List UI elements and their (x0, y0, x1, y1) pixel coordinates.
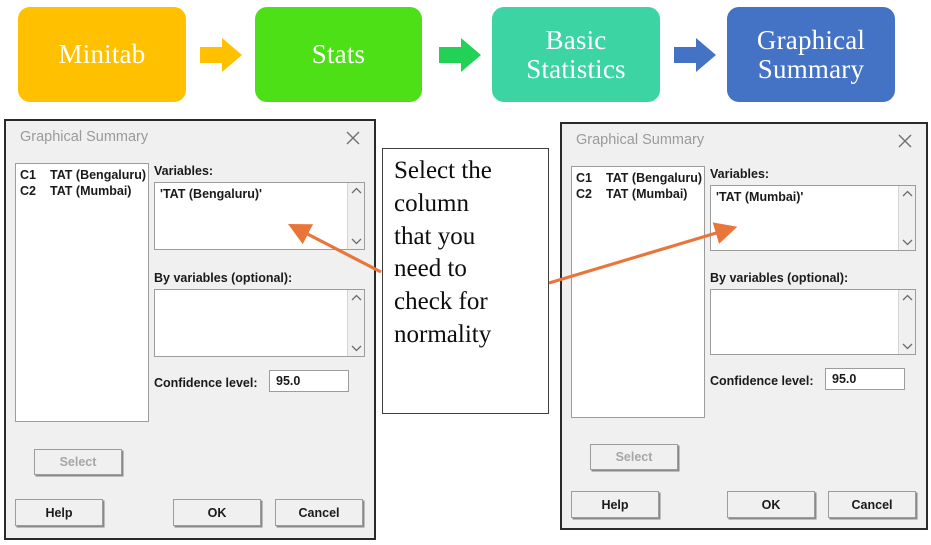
graphical-summary-dialog-right: Graphical Summary C1 TAT (Bengaluru) C2 … (560, 122, 928, 530)
variables-scrollbar[interactable] (898, 186, 915, 250)
variables-label: Variables: (154, 164, 214, 178)
column-name: TAT (Bengaluru) (606, 171, 703, 185)
confidence-level-label: Confidence level: (154, 376, 258, 390)
close-icon[interactable] (894, 130, 916, 152)
cancel-button[interactable]: Cancel (828, 491, 916, 518)
chevron-down-icon[interactable] (350, 237, 363, 246)
by-variables-value (155, 290, 347, 356)
by-variables-value (711, 290, 898, 354)
chevron-up-icon[interactable] (350, 186, 363, 195)
variables-scrollbar[interactable] (347, 183, 364, 249)
column-list-right[interactable]: C1 TAT (Bengaluru) C2 TAT (Mumbai) (571, 166, 705, 418)
arrow-right-icon-2 (437, 35, 483, 75)
callout-line-5: check for (394, 288, 488, 315)
column-list-left[interactable]: C1 TAT (Bengaluru) C2 TAT (Mumbai) (15, 163, 149, 422)
list-item[interactable]: C1 TAT (Bengaluru) (574, 170, 702, 186)
list-item[interactable]: C2 TAT (Mumbai) (574, 186, 702, 202)
flow-step-stats[interactable]: Stats (255, 7, 422, 102)
ok-button[interactable]: OK (727, 491, 815, 518)
callout-line-2: column (394, 189, 469, 217)
flow-step-minitab[interactable]: Minitab (18, 7, 186, 102)
confidence-level-input[interactable]: 95.0 (825, 368, 905, 390)
chevron-down-icon[interactable] (901, 342, 914, 351)
list-item[interactable]: C1 TAT (Bengaluru) (18, 167, 146, 183)
column-name: TAT (Bengaluru) (50, 168, 147, 182)
variables-value: 'TAT (Mumbai)' (716, 190, 804, 204)
chevron-up-icon[interactable] (901, 293, 914, 302)
help-button[interactable]: Help (15, 499, 103, 526)
graphical-summary-dialog-left: Graphical Summary C1 TAT (Bengaluru) C2 … (4, 119, 376, 540)
variables-label: Variables: (710, 167, 770, 181)
column-name: TAT (Mumbai) (606, 187, 688, 201)
flow-step-graphical-summary-label-line1: Graphical (756, 25, 866, 56)
chevron-up-icon[interactable] (350, 293, 363, 302)
dialog-title-left: Graphical Summary (20, 129, 149, 145)
flow-step-graphical-summary-label-line2: Summary (757, 53, 865, 84)
variables-listbox[interactable]: 'TAT (Mumbai)' (710, 185, 916, 251)
list-item[interactable]: C2 TAT (Mumbai) (18, 183, 146, 199)
chevron-down-icon[interactable] (350, 344, 363, 353)
flow-step-stats-label: Stats (311, 39, 366, 70)
variables-value: 'TAT (Bengaluru)' (160, 187, 262, 201)
column-id: C2 (576, 187, 592, 201)
flow-step-graphical-summary[interactable]: Graphical Summary (727, 7, 895, 102)
confidence-level-label: Confidence level: (710, 374, 814, 388)
by-variables-scrollbar[interactable] (898, 290, 915, 354)
by-variables-label: By variables (optional): (710, 271, 849, 285)
select-button[interactable]: Select (34, 449, 122, 475)
callout-line-3: that you (394, 222, 476, 250)
column-id: C1 (20, 168, 36, 182)
callout-line-6: normality (394, 320, 492, 348)
by-variables-listbox[interactable] (154, 289, 365, 357)
flow-step-basic-statistics[interactable]: Basic Statistics (492, 7, 660, 102)
confidence-level-input[interactable]: 95.0 (269, 370, 349, 392)
flow-step-minitab-label: Minitab (58, 39, 146, 70)
flow-step-basic-statistics-label-line2: Statistics (526, 53, 626, 84)
by-variables-label: By variables (optional): (154, 271, 293, 285)
chevron-up-icon[interactable] (901, 189, 914, 198)
callout-line-4: need to (394, 255, 467, 283)
help-button[interactable]: Help (571, 491, 659, 518)
column-id: C1 (576, 171, 592, 185)
flow-step-basic-statistics-label-line1: Basic (545, 25, 607, 56)
ok-button[interactable]: OK (173, 499, 261, 526)
arrow-right-icon-3 (672, 35, 718, 75)
variables-listbox[interactable]: 'TAT (Bengaluru)' (154, 182, 365, 250)
callout-note: Select the column that you need to check… (382, 148, 549, 414)
dialog-title-right: Graphical Summary (576, 132, 705, 148)
cancel-button[interactable]: Cancel (275, 499, 363, 526)
by-variables-listbox[interactable] (710, 289, 916, 355)
arrow-right-icon-1 (198, 35, 244, 75)
select-button[interactable]: Select (590, 444, 678, 470)
chevron-down-icon[interactable] (901, 238, 914, 247)
column-id: C2 (20, 184, 36, 198)
close-icon[interactable] (342, 127, 364, 149)
callout-line-1: Select the (394, 157, 492, 184)
column-name: TAT (Mumbai) (50, 184, 132, 198)
by-variables-scrollbar[interactable] (347, 290, 364, 356)
